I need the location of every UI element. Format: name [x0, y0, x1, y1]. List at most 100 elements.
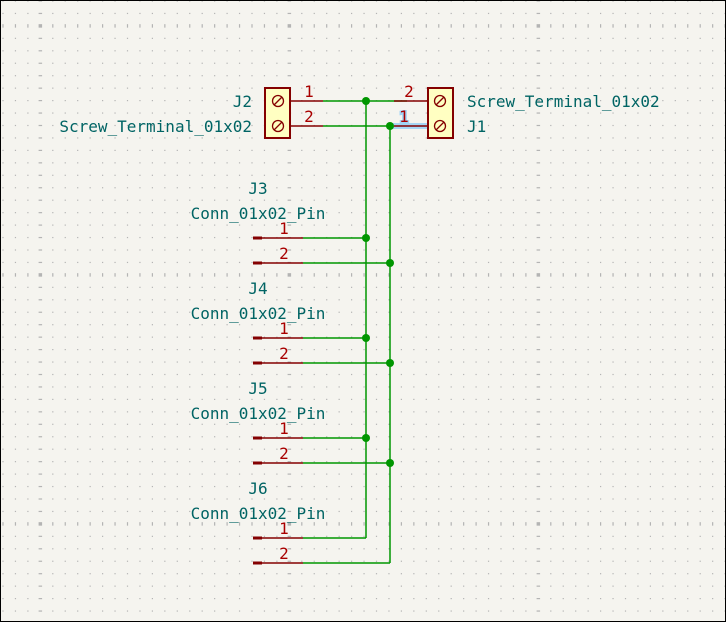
grid-dot [14, 448, 17, 450]
j1-reference[interactable]: J1 [467, 117, 486, 136]
grid-dot [351, 87, 353, 89]
grid-dot [201, 187, 203, 189]
grid-dot [114, 423, 116, 425]
value-label[interactable]: Conn_01x02_Pin [191, 204, 326, 223]
grid-dot [139, 87, 141, 89]
grid-dot [102, 149, 104, 151]
grid-dot [674, 162, 676, 164]
grid-dot [64, 37, 66, 39]
grid-dot [151, 12, 153, 15]
grid-dot [712, 336, 714, 338]
grid-dot [251, 498, 253, 500]
grid-dot [89, 75, 91, 77]
j2-reference[interactable]: J2 [233, 92, 252, 111]
grid-dot [313, 87, 315, 89]
grid-dot [475, 311, 477, 313]
value-label[interactable]: Conn_01x02_Pin [191, 504, 326, 523]
grid-dot [637, 398, 639, 400]
grid-dot [226, 199, 228, 201]
junction-dot [362, 334, 370, 342]
grid-dot [238, 87, 241, 89]
grid-dot [687, 0, 689, 2]
grid-dot [587, 12, 589, 15]
grid-dot [301, 299, 303, 301]
grid-dot [400, 75, 402, 77]
j2-pin2-number: 2 [304, 107, 314, 126]
grid-dot [301, 461, 303, 463]
grid-dot [450, 373, 452, 376]
grid-dot [38, 75, 43, 77]
grid-dot [176, 87, 178, 89]
grid-dot [662, 485, 664, 488]
grid-dot [525, 610, 527, 612]
grid-dot [338, 498, 340, 500]
grid-dot [226, 336, 228, 338]
grid-dot [425, 212, 427, 214]
grid-dot [536, 149, 541, 151]
grid-dot [263, 423, 266, 425]
grid-dot [176, 548, 178, 550]
reference-label[interactable]: J5 [248, 379, 267, 398]
grid-dot [500, 124, 502, 127]
grid-dot [351, 324, 353, 326]
grid-dot [438, 199, 440, 201]
grid-dot [475, 473, 477, 475]
grid-dot [351, 336, 353, 338]
symbol-j2[interactable]: 1 2 J2 Screw_Terminal_01x02 [59, 82, 323, 139]
reference-label[interactable]: J4 [248, 279, 267, 298]
grid-dot [326, 373, 328, 376]
grid-dot [64, 50, 66, 52]
grid-dot [438, 311, 440, 313]
grid-dot [14, 461, 17, 463]
grid-dot [102, 473, 104, 475]
grid-dot [2, 137, 4, 139]
grid-dot [27, 137, 29, 139]
reference-label[interactable]: J3 [248, 179, 267, 198]
grid-dot [189, 249, 191, 251]
grid-dot [600, 286, 602, 288]
reference-label[interactable]: J6 [248, 479, 267, 498]
grid-dot [326, 273, 328, 277]
grid-dot [612, 610, 614, 612]
grid-dot [64, 361, 66, 363]
grid-dot [102, 12, 104, 15]
grid-dot [126, 336, 129, 338]
grid-dot [450, 199, 452, 201]
grid-dot [301, 336, 303, 338]
symbol-j1[interactable]: 2 1 Screw_Terminal_01x02 J1 [394, 82, 660, 139]
grid-dot [687, 411, 689, 413]
grid-dot [126, 137, 129, 139]
grid-dot [89, 598, 91, 600]
grid-dot [363, 585, 365, 587]
grid-dot [164, 62, 166, 64]
j1-value[interactable]: Screw_Terminal_01x02 [467, 92, 660, 111]
grid-dot [487, 100, 490, 102]
grid-dot [176, 411, 178, 413]
grid-dot [388, 75, 390, 77]
grid-dot [425, 162, 427, 164]
grid-dot [38, 249, 43, 251]
value-label[interactable]: Conn_01x02_Pin [191, 304, 326, 323]
grid-dot [699, 187, 701, 189]
grid-dot [500, 498, 502, 500]
grid-dot [263, 37, 266, 39]
value-label[interactable]: Conn_01x02_Pin [191, 404, 326, 423]
grid-dot [89, 610, 91, 612]
grid-dot [512, 311, 515, 313]
grid-dot [313, 311, 315, 313]
grid-dot [338, 373, 340, 376]
grid-dot [2, 560, 4, 562]
grid-dot [400, 436, 402, 438]
j2-value[interactable]: Screw_Terminal_01x02 [59, 117, 252, 136]
grid-dot [413, 62, 415, 64]
grid-dot [674, 299, 676, 301]
grid-dot [600, 249, 602, 251]
grid-dot [512, 498, 515, 500]
grid-dot [388, 137, 390, 139]
grid-dot [263, 24, 266, 28]
